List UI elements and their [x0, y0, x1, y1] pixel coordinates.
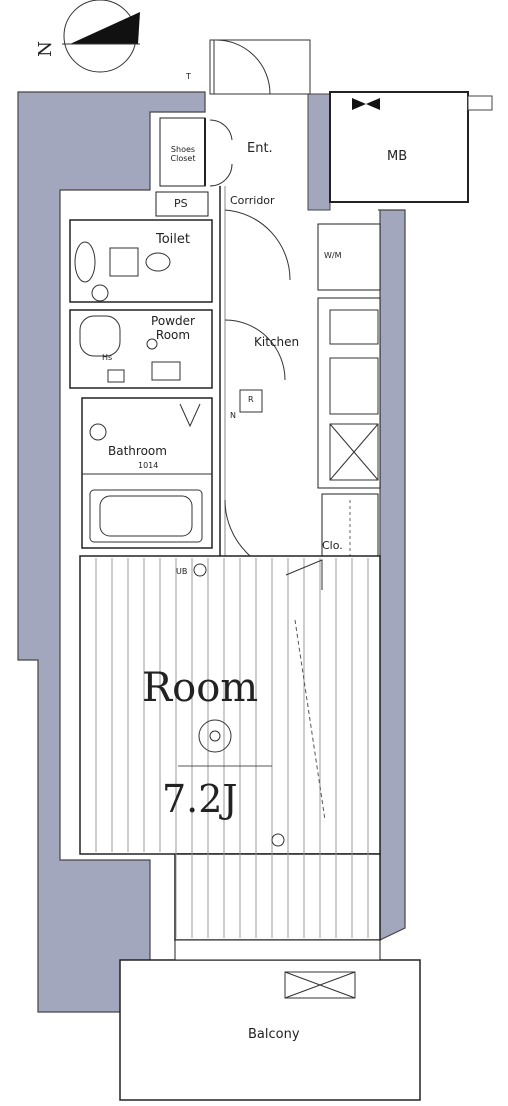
left-wall	[17, 91, 206, 1013]
wm-label: W/M	[324, 251, 342, 260]
north-arrow-icon	[62, 0, 140, 73]
shoes-closet-label: Shoes Closet	[170, 145, 196, 163]
closet-label: Clo.	[322, 539, 343, 552]
t-symbol: T	[186, 72, 191, 81]
compass-letter: N	[34, 41, 56, 57]
room-label: Room	[142, 665, 259, 711]
bathroom-label: Bathroom	[108, 444, 167, 458]
right-wall	[378, 209, 406, 941]
room-size: 7.2J	[162, 777, 238, 821]
balcony-label: Balcony	[248, 1027, 300, 1042]
n-symbol: N	[230, 411, 236, 420]
bathroom-box	[81, 397, 213, 549]
powder-room-label: Powder Room	[151, 314, 195, 343]
entrance-label: Ent.	[247, 141, 273, 156]
mb-box	[329, 91, 469, 203]
powder-room-box	[69, 309, 213, 389]
ps-label: PS	[174, 197, 188, 210]
washer-box	[317, 223, 381, 291]
toilet-box	[69, 219, 213, 303]
mb-label: MB	[387, 149, 408, 164]
bathroom-code: 1014	[138, 461, 159, 470]
balcony-area	[119, 939, 421, 1101]
toilet-label: Toilet	[156, 232, 191, 247]
room-floor	[79, 555, 381, 941]
vent-icon	[352, 98, 380, 110]
r-symbol: R	[248, 395, 254, 404]
corridor-label: Corridor	[230, 194, 275, 207]
shoes-closet-box	[159, 117, 206, 187]
kitchen-label: Kitchen	[254, 335, 300, 349]
ub-symbol: UB	[176, 567, 188, 576]
hs-symbol: Hs	[102, 353, 113, 362]
